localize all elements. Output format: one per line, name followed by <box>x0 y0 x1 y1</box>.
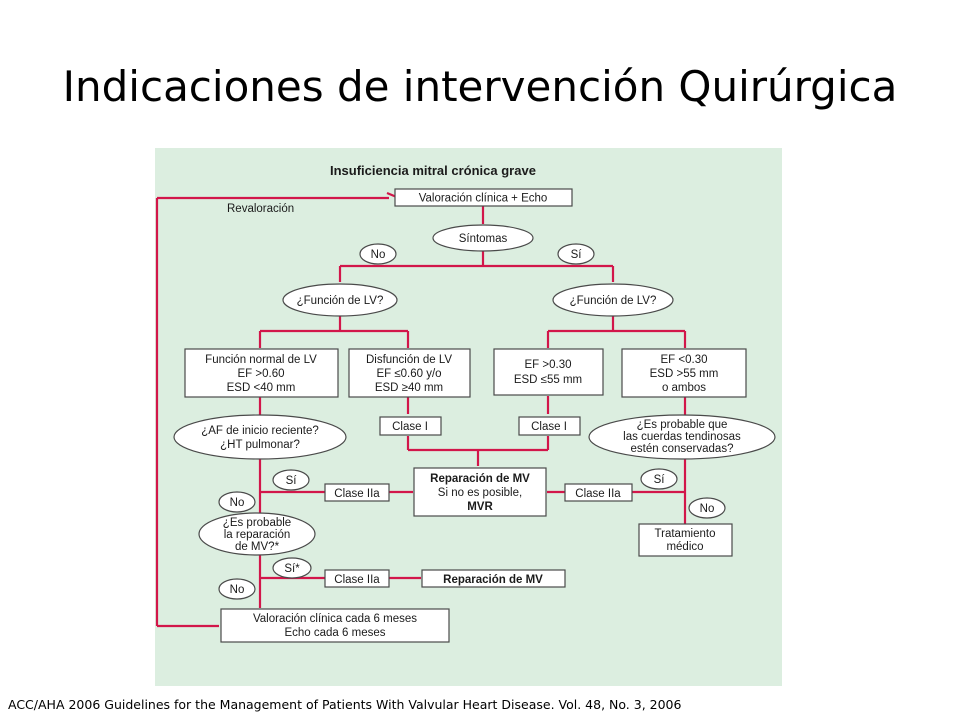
flowchart-svg: Insuficiencia mitral crónica grave Reval… <box>155 163 776 643</box>
disfuncion-lv-line2: EF ≤0.60 y/o <box>376 368 441 380</box>
normal-lv-line3: ESD <40 mm <box>227 382 296 394</box>
reparacion-question-line3: de MV?* <box>235 541 280 553</box>
clase-iia-bottom-box <box>324 569 390 588</box>
funcion-lv-left-text: ¿Función de LV? <box>297 295 384 307</box>
clase-iia-bottom-text: Clase IIa <box>334 574 380 586</box>
reparacion-question-ellipse <box>198 512 316 556</box>
ef-030-line1: EF >0.30 <box>525 359 572 371</box>
sintomas-ellipse <box>432 224 534 252</box>
revaloracion-label: Revaloración <box>227 203 294 215</box>
normal-lv-line2: EF >0.60 <box>238 368 285 380</box>
normal-lv-box <box>184 348 339 398</box>
funcion-lv-right-text: ¿Función de LV? <box>570 295 657 307</box>
normal-lv-line1: Función normal de LV <box>205 354 317 366</box>
disfuncion-lv-line1: Disfunción de LV <box>366 354 452 366</box>
si-top-ellipse <box>557 243 595 265</box>
reparacion-mv-line3: MVR <box>467 501 493 513</box>
connector-lines <box>155 191 687 628</box>
tratamiento-box <box>638 523 733 557</box>
ef-lt030-line3: o ambos <box>662 382 706 394</box>
no-mid-ellipse <box>218 491 256 513</box>
si-left-ellipse <box>272 469 310 491</box>
valoracion-6m-box <box>220 608 450 643</box>
no-top-text: No <box>371 249 386 261</box>
valoracion-box <box>394 188 573 207</box>
citation-caption: ACC/AHA 2006 Guidelines for the Manageme… <box>8 697 682 712</box>
funcion-lv-left-ellipse <box>282 283 398 317</box>
disfuncion-lv-box <box>348 348 471 398</box>
cuerdas-question-line1: ¿Es probable que <box>637 419 728 431</box>
si-left-text: Sí <box>286 475 298 487</box>
disfuncion-lv-line3: ESD ≥40 mm <box>375 382 443 394</box>
reparacion-mv-line1: Reparación de MV <box>430 473 530 485</box>
no-bottom-ellipse <box>218 578 256 600</box>
clase-iia-right-box <box>564 483 633 502</box>
sintomas-text: Síntomas <box>459 233 508 245</box>
si-right-text: Sí <box>654 474 666 486</box>
valoracion-text: Valoración clínica + Echo <box>419 193 548 205</box>
flowchart-title: Insuficiencia mitral crónica grave <box>330 163 536 178</box>
si-top-text: Sí <box>571 249 583 261</box>
reparacion-mv-simple-text: Reparación de MV <box>443 574 543 586</box>
clase-iia-left-box <box>324 483 390 502</box>
clase-iia-right-text: Clase IIa <box>575 488 621 500</box>
ef-030-box <box>493 348 604 396</box>
no-mid-text: No <box>230 497 245 509</box>
af-question-line1: ¿AF de inicio reciente? <box>201 425 319 437</box>
si-star-text: Sí* <box>284 563 300 575</box>
clase-i-left-box <box>379 416 442 436</box>
clase-i-left-text: Clase I <box>392 421 428 433</box>
no-right-ellipse <box>688 497 726 519</box>
af-question-line2: ¿HT pulmonar? <box>220 439 300 451</box>
cuerdas-question-ellipse <box>588 414 776 460</box>
funcion-lv-right-ellipse <box>552 283 674 317</box>
cuerdas-question-line2: las cuerdas tendinosas <box>623 431 741 443</box>
flowchart-figure: Insuficiencia mitral crónica grave Reval… <box>155 148 782 686</box>
ef-030-line2: ESD ≤55 mm <box>514 374 582 386</box>
valoracion-6m-line1: Valoración clínica cada 6 meses <box>253 613 417 625</box>
reparacion-question-line1: ¿Es probable <box>223 517 291 529</box>
no-right-text: No <box>700 503 715 515</box>
si-star-ellipse <box>272 557 312 579</box>
reparacion-mv-box <box>413 467 547 517</box>
ef-lt030-line2: ESD >55 mm <box>650 368 719 380</box>
tratamiento-line2: médico <box>666 541 703 553</box>
clase-i-right-text: Clase I <box>531 421 567 433</box>
reparacion-question-line2: la reparación <box>224 529 290 541</box>
cuerdas-question-line3: estén conservadas? <box>631 443 734 455</box>
valoracion-6m-line2: Echo cada 6 meses <box>284 627 385 639</box>
ef-lt030-box <box>621 348 747 398</box>
clase-i-right-box <box>518 416 581 436</box>
si-right-ellipse <box>640 468 678 490</box>
clase-iia-left-text: Clase IIa <box>334 488 380 500</box>
reparacion-mv-simple-box <box>421 569 566 588</box>
af-question-ellipse <box>173 414 347 460</box>
slide-title: Indicaciones de intervención Quirúrgica <box>62 62 898 111</box>
reparacion-mv-line2: Si no es posible, <box>438 487 522 499</box>
no-bottom-text: No <box>230 584 245 596</box>
tratamiento-line1: Tratamiento <box>655 528 716 540</box>
ef-lt030-line1: EF <0.30 <box>661 354 708 366</box>
no-top-ellipse <box>359 243 397 265</box>
